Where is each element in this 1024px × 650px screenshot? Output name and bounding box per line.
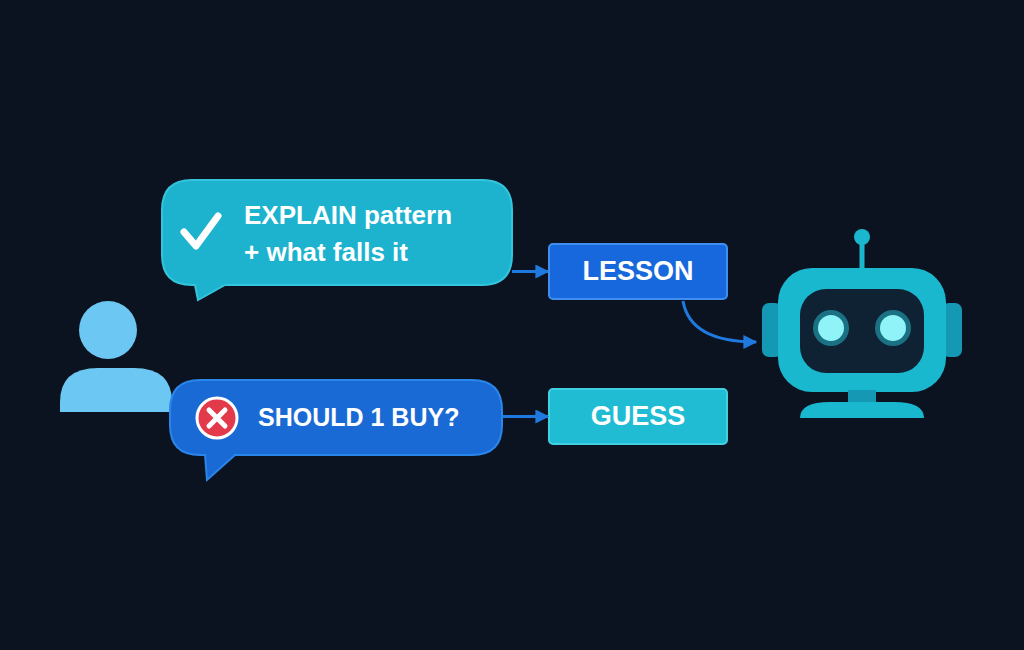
robot-antenna [860,243,865,270]
robot-face [800,289,924,373]
bubble-shape [170,380,502,480]
bubble-shape [162,180,512,300]
robot-eye [818,315,844,341]
robot-eye-glow [813,310,849,346]
curved-arrow [683,301,756,342]
robot-head [778,268,946,392]
robot-neck [848,390,876,404]
speech-bubble: EXPLAIN pattern + what falls it [162,180,512,300]
person-head [79,301,137,359]
robot-antenna-ball [854,229,870,245]
label-box: LESSON [548,243,728,300]
box-label: LESSON [582,256,693,287]
flow-arrow [502,415,548,418]
bubble-text: SHOULD 1 BUY? [258,402,494,433]
robot-eye-glow [875,310,911,346]
label-box: GUESS [548,388,728,445]
person-body [60,368,172,412]
speech-bubble: SHOULD 1 BUY? [170,380,502,480]
flow-arrow [512,270,548,273]
box-label: GUESS [591,401,686,432]
robot-base [800,402,924,418]
robot-eye [880,315,906,341]
bubble-text: EXPLAIN pattern + what falls it [244,197,460,271]
